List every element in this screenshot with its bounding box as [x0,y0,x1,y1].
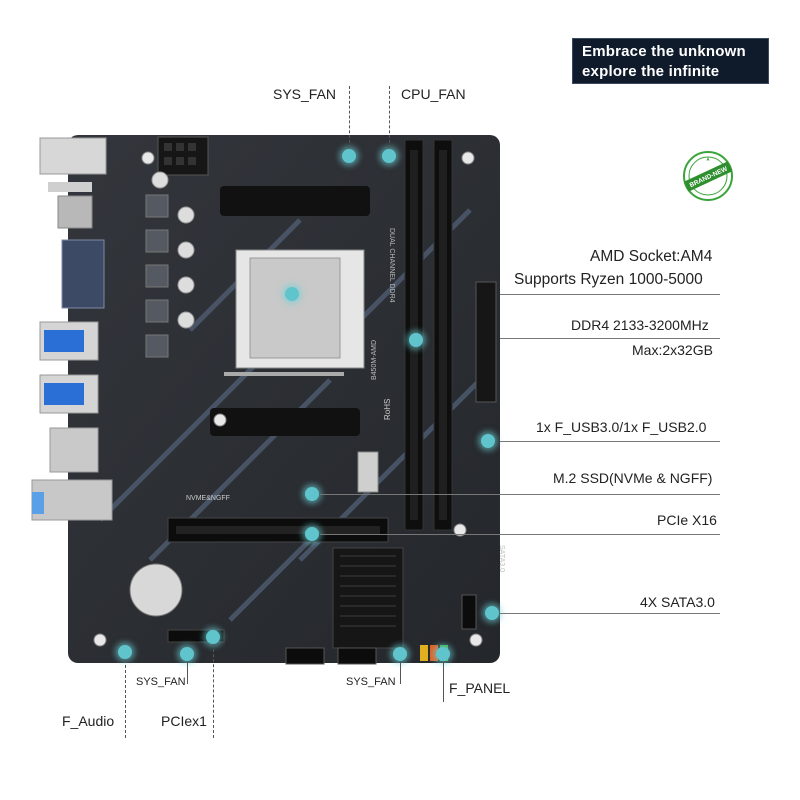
slogan-banner: Embrace the unknown explore the infinite [572,38,769,84]
label-cpu-fan: CPU_FAN [401,86,466,102]
label-f-panel: F_PANEL [449,680,511,696]
leader-pcie16 [320,534,720,535]
chipset-heatsink [332,547,404,649]
m2-slot [357,451,379,493]
leader-usb [500,441,720,442]
leader-f-panel [443,662,444,702]
socket-marker [285,287,299,301]
label-f-audio: F_Audio [62,713,115,729]
label-ddr4-line2: Max:2x32GB [632,342,713,358]
label-usb: 1x F_USB3.0/1x F_USB2.0 [536,419,707,435]
atx-power-connector [475,281,497,403]
mounting-holes [93,151,483,647]
m2-marker [305,487,319,501]
label-sys-fan-top: SYS_FAN [273,86,337,102]
label-sys-fan-bottom-left: SYS_FAN [136,676,186,688]
leader-m2 [320,494,720,495]
brand-new-seal-icon: BRAND-NEW [683,151,733,201]
leader-socket [500,294,720,295]
sys-fan-br-marker [393,647,407,661]
leader-f-audio [125,660,126,738]
leader-cpu-fan [389,86,390,148]
cpu-bracket-top [220,186,370,216]
leader-sys-fan-top [349,86,350,148]
silk-rohs: RoHS [383,399,392,420]
silk-model: B450M-AMD [371,340,378,380]
label-pcie16: PCIe X16 [657,512,717,528]
sys-fan-top-marker [342,149,356,163]
label-pciex1: PCIex1 [161,713,207,729]
label-socket-line1: AMD Socket:AM4 [590,248,713,265]
ddr4-marker [409,333,423,347]
silk-nvme: NVME&NGFF [186,495,230,502]
silk-dual-channel: DUAL CHANNEL DDR4 [388,228,395,303]
pcie16-marker [305,527,319,541]
f-panel-marker [436,647,450,661]
sata-marker [485,606,499,620]
audio-marker [118,645,132,659]
cmos-battery [129,563,183,617]
am4-socket [224,249,365,376]
label-sata: 4X SATA3.0 [640,594,715,610]
label-m2: M.2 SSD(NVMe & NGFF) [553,470,713,486]
label-socket-line2: Supports Ryzen 1000-5000 [514,271,703,288]
rear-io [31,137,113,521]
sys-fan-bl-marker [180,647,194,661]
pciex1-marker [206,630,220,644]
leader-ddr4 [500,338,720,339]
slogan-line-2: explore the infinite [582,63,720,80]
leader-sata [500,613,720,614]
leader-pciex1 [213,644,214,738]
slogan-line-1: Embrace the unknown [582,43,746,60]
cpu-fan-marker [382,149,396,163]
label-sys-fan-bottom-right: SYS_FAN [346,676,396,688]
silk-sata: SATA3.0 [498,545,505,572]
cpu-bracket-bottom [210,408,360,436]
leader-sys-fan-bl [187,662,188,684]
sata-ports [285,594,477,665]
cpu-power-connector [157,136,209,176]
label-ddr4-line1: DDR4 2133-3200MHz [571,317,709,333]
leader-sys-fan-br [400,662,401,684]
usb-header-marker [481,434,495,448]
vrm-chokes [145,194,169,358]
